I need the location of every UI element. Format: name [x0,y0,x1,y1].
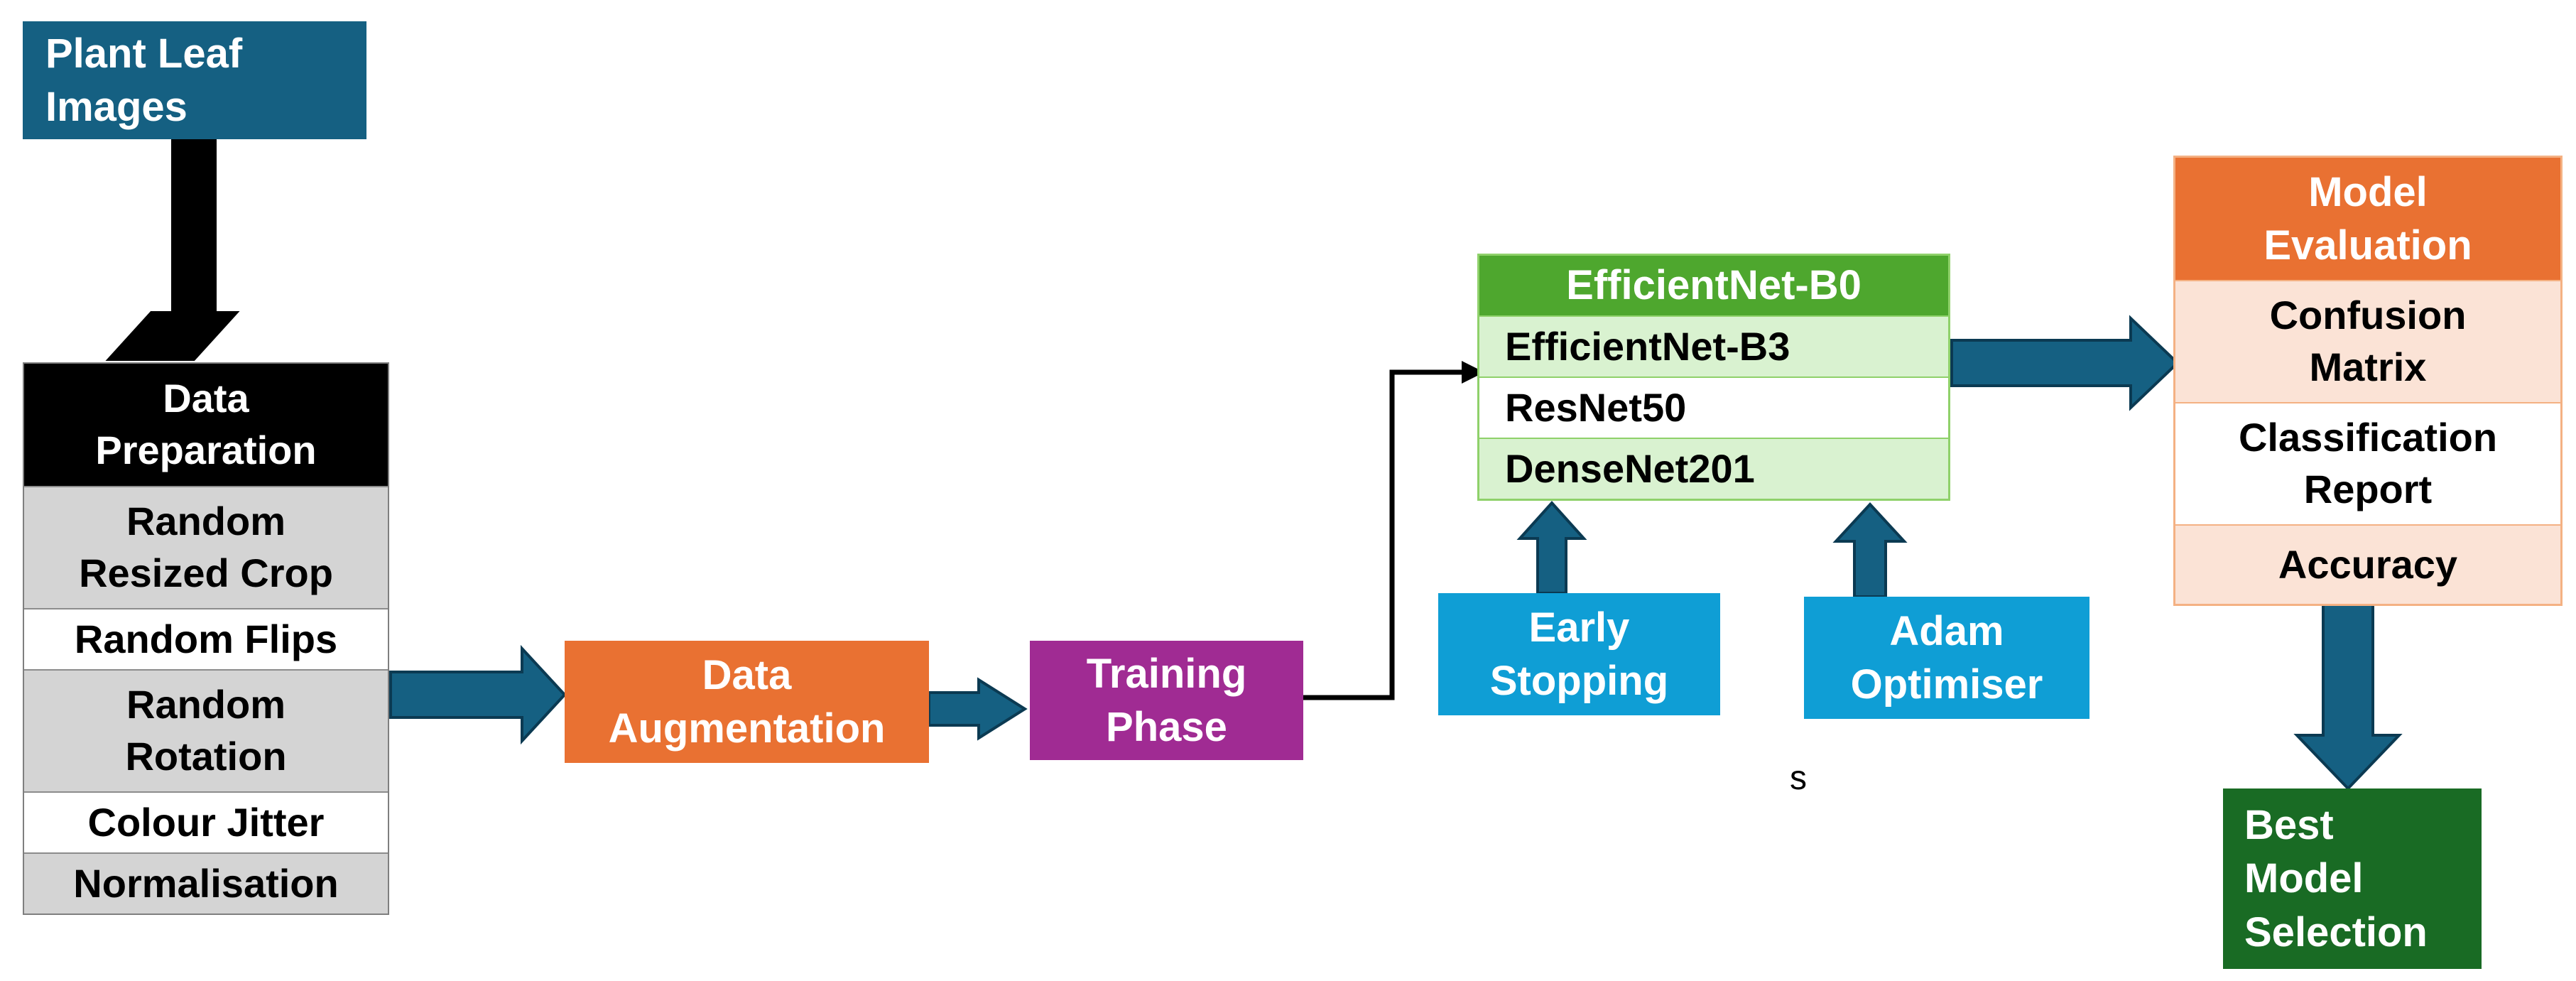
best-model-selection-node: Best Model Selection [2223,788,2482,969]
step-random-flips: Random Flips [24,608,388,669]
step-label: Normalisation [73,860,339,906]
data-preparation-title-text: Data Preparation [95,376,317,472]
step-label: Colour Jitter [87,799,325,845]
step-label: Random Resized Crop [79,499,333,595]
models-stack: EfficientNet-B0 EfficientNet-B3 ResNet50… [1477,254,1950,501]
data-preparation-title: Data Preparation [24,364,388,486]
model-efficientnet-b3: EfficientNet-B3 [1479,315,1948,376]
arrow-evaluation-to-best-model [2293,602,2403,791]
best-model-selection-label: Best Model Selection [2244,801,2428,955]
arrow-models-to-evaluation [1950,315,2180,411]
step-random-rotation: Random Rotation [24,669,388,791]
eval-label: Confusion Matrix [2269,293,2467,389]
model-label: EfficientNet-B3 [1505,323,1790,369]
early-stopping-node: Early Stopping [1438,593,1720,715]
eval-accuracy: Accuracy [2175,524,2560,604]
arrow-images-to-preparation [105,137,240,361]
training-phase-node: Training Phase [1030,641,1303,760]
step-label: Random Flips [74,616,338,661]
arrow-augmentation-to-training [928,677,1028,741]
model-efficientnet-b0: EfficientNet-B0 [1479,256,1948,315]
data-augmentation-label: Data Augmentation [608,651,886,752]
model-evaluation-stack: Model Evaluation Confusion Matrix Classi… [2173,156,2563,606]
plant-leaf-images-label: Plant Leaf Images [45,30,243,130]
step-colour-jitter: Colour Jitter [24,791,388,852]
step-label: Random Rotation [125,682,287,779]
eval-label: Accuracy [2278,541,2458,587]
eval-classification-report: Classification Report [2175,402,2560,524]
arrow-adam-optimiser-up [1832,502,1908,598]
stray-text: s [1790,759,1807,797]
line-arrowhead [1462,361,1484,384]
plant-leaf-images-node: Plant Leaf Images [23,21,366,139]
adam-optimiser-label: Adam Optimiser [1850,607,2043,708]
arrow-early-stopping-up [1516,501,1587,595]
model-label: EfficientNet-B0 [1566,262,1862,309]
step-random-resized-crop: Random Resized Crop [24,486,388,608]
eval-label: Classification Report [2238,415,2498,511]
model-evaluation-title-text: Model Evaluation [2263,168,2472,269]
model-label: DenseNet201 [1505,445,1755,491]
data-preparation-stack: Data Preparation Random Resized Crop Ran… [23,362,389,915]
training-phase-label: Training Phase [1086,650,1247,750]
arrow-preparation-to-augmentation [389,644,567,745]
eval-confusion-matrix: Confusion Matrix [2175,280,2560,402]
adam-optimiser-node: Adam Optimiser [1804,597,2089,719]
data-augmentation-node: Data Augmentation [565,641,929,763]
step-normalisation: Normalisation [24,852,388,914]
model-evaluation-title: Model Evaluation [2175,158,2560,280]
model-label: ResNet50 [1505,384,1687,430]
model-resnet50: ResNet50 [1479,376,1948,438]
line-training-to-models [1303,369,1462,700]
early-stopping-label: Early Stopping [1489,604,1669,704]
model-densenet201: DenseNet201 [1479,438,1948,499]
